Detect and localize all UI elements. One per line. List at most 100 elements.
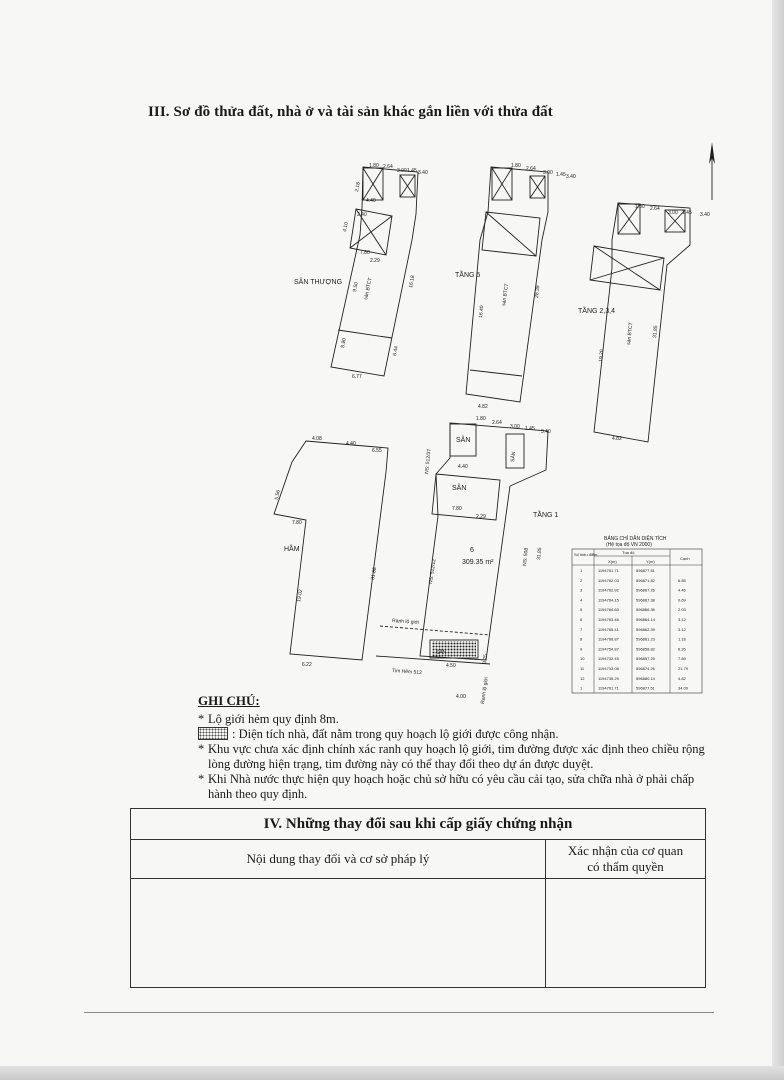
svg-text:9.50: 9.50 [352, 282, 360, 293]
coord-cell: 4.82 [678, 676, 687, 681]
svg-text:2.64: 2.64 [650, 206, 660, 212]
coord-cell: 12 [580, 676, 585, 681]
hatched-area [432, 641, 476, 657]
coord-cell: 7 [580, 627, 583, 632]
note-item: *Khi Nhà nước thực hiện quy hoạch hoặc c… [198, 772, 718, 802]
coord-cell: 1194763.46 [598, 617, 620, 622]
svg-text:2.18: 2.18 [354, 182, 362, 193]
neighbor-left: NS: 512/12 [428, 558, 437, 584]
plan-tang-234 [589, 202, 691, 443]
label-tang-5: TẦNG 5 [455, 269, 480, 279]
plan-ham [273, 440, 389, 661]
coord-cell: 1194766.87 [598, 637, 620, 642]
svg-text:3.40: 3.40 [566, 174, 576, 180]
coord-cell: 1 [580, 568, 583, 573]
coord-cell: 1194733.08 [598, 666, 620, 671]
svg-text:3.00: 3.00 [510, 424, 520, 430]
north-arrow-head [709, 142, 715, 164]
notes-heading: GHI CHÚ: [198, 693, 260, 708]
svg-text:4.40: 4.40 [346, 441, 356, 447]
svg-text:3.25: 3.25 [482, 654, 489, 665]
coord-cell: 1194762.92 [598, 588, 620, 593]
scan-edge-bottom [0, 1066, 784, 1080]
note-text: Lộ giới hẻm quy định 8m. [208, 712, 339, 726]
svg-text:Tọa độ: Tọa độ [622, 550, 635, 555]
dimension-labels: 1.80 2.64 3.00 1.45 3.40 2.18 4.40 2.40 … [274, 163, 710, 700]
coord-cell: 7.89 [678, 656, 687, 661]
section-title: III. Sơ đồ thửa đất, nhà ở và tài sản kh… [148, 104, 553, 120]
changes-col-confirm-line2: có thẩm quyền [587, 859, 664, 874]
svg-text:Số hiệu điểm: Số hiệu điểm [574, 552, 598, 557]
note-tang-234: sàn BTCT [626, 322, 634, 345]
coord-cell: 1194735.29 [598, 676, 620, 681]
svg-text:5.56: 5.56 [274, 490, 282, 501]
ranh-lo-gioi-1: Ranh lộ giới [392, 618, 419, 626]
ranh-lo-gioi-2: Ranh lộ giới [480, 677, 490, 704]
neighbor-top: NS: 512/37 [424, 448, 433, 474]
hatch-legend-swatch [198, 727, 228, 740]
svg-text:7.80: 7.80 [360, 250, 370, 256]
svg-text:4.40: 4.40 [458, 464, 468, 470]
label-san-hatched: SÂN [436, 649, 447, 656]
svg-text:1.80: 1.80 [369, 163, 379, 169]
svg-text:6.77: 6.77 [352, 374, 362, 380]
note-text: : Diện tích nhà, đất nằm trong quy hoạch… [232, 727, 559, 741]
changes-col-content: Nội dung thay đổi và cơ sở pháp lý [131, 840, 546, 878]
svg-text:16.40: 16.40 [478, 305, 485, 318]
coord-cell: 4.46 [678, 588, 687, 593]
coord-cell: 596871.82 [636, 578, 656, 583]
coord-cell: 11 [580, 666, 585, 671]
svg-text:3.00: 3.00 [543, 170, 553, 176]
coord-cell: 596874.26 [636, 666, 656, 671]
coord-cell: 5 [580, 607, 583, 612]
svg-text:2.29: 2.29 [370, 258, 380, 264]
svg-text:31.88: 31.88 [370, 567, 378, 581]
svg-text:7.80: 7.80 [292, 520, 302, 526]
svg-text:1.45: 1.45 [407, 168, 417, 174]
changes-body-content [131, 879, 546, 987]
changes-title: IV. Những thay đổi sau khi cấp giấy chứn… [131, 809, 705, 840]
svg-text:2.64: 2.64 [526, 166, 536, 172]
note-item: *Lộ giới hẻm quy định 8m. [198, 712, 339, 726]
coord-cell: 596861.23 [636, 637, 656, 642]
label-san-2: SÂN [509, 451, 517, 462]
svg-text:2.64: 2.64 [492, 420, 502, 426]
coord-cell: 596877.51 [636, 686, 656, 691]
coord-cell: 0.69 [678, 597, 687, 602]
svg-text:1.80: 1.80 [476, 416, 486, 422]
svg-text:31.85: 31.85 [536, 547, 543, 560]
coord-cell: 1194762.03 [598, 578, 620, 583]
svg-text:Y(m): Y(m) [646, 559, 655, 564]
svg-text:1.80: 1.80 [635, 204, 645, 210]
svg-text:1.45: 1.45 [525, 426, 535, 432]
coord-cell: 2 [580, 578, 583, 583]
label-tang-1: TẦNG 1 [533, 509, 558, 519]
label-ham: HẦM [284, 543, 300, 553]
coord-cell: 596858.82 [636, 646, 656, 651]
svg-text:4.10: 4.10 [342, 222, 350, 233]
label-san-3: SÂN [452, 483, 466, 492]
note-san-thuong: sàn BTCT [363, 277, 374, 300]
coord-cell: 2.03 [678, 607, 687, 612]
coord-cell: 596880.14 [636, 676, 656, 681]
coord-cell: 3.12 [678, 627, 687, 632]
svg-text:4.82: 4.82 [612, 436, 622, 442]
changes-table: IV. Những thay đổi sau khi cấp giấy chứn… [130, 808, 706, 988]
svg-text:16.18: 16.18 [408, 275, 416, 289]
coord-cell: 1194765.41 [598, 627, 620, 632]
svg-text:6.22: 6.22 [302, 662, 312, 668]
svg-text:4.50: 4.50 [446, 663, 456, 669]
note-text: Khu vực chưa xác định chính xác ranh quy… [208, 742, 705, 771]
changes-col-confirm: Xác nhận của cơ quan có thẩm quyền [546, 840, 705, 878]
coord-cell: 1194732.45 [598, 656, 620, 661]
coord-cell: 596867.38 [636, 597, 656, 602]
svg-text:2.40: 2.40 [357, 212, 367, 218]
coord-cell: 9 [580, 646, 583, 651]
svg-text:3.40: 3.40 [418, 170, 428, 176]
notes-section: GHI CHÚ: *Lộ giới hẻm quy định 8m. : Diệ… [198, 693, 718, 802]
svg-text:3.00: 3.00 [668, 210, 678, 216]
svg-text:2.29: 2.29 [476, 514, 486, 520]
bottom-rule [84, 1012, 714, 1013]
coord-cell: 1 [580, 686, 583, 691]
